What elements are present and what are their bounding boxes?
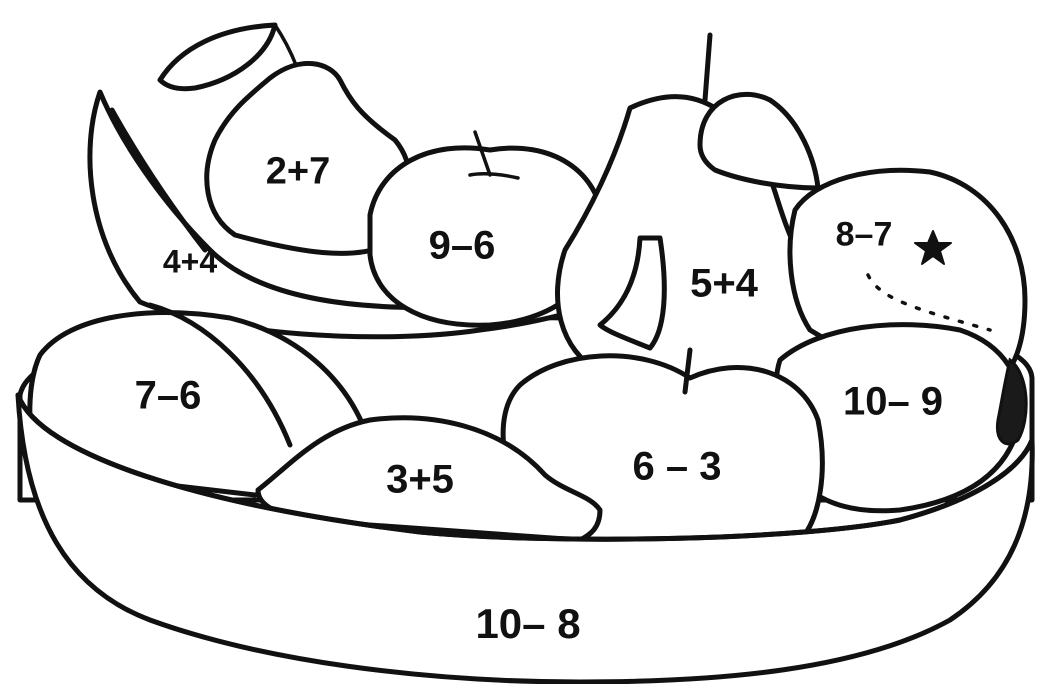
star-icon [914,230,952,265]
lime-right-label: 10– 9 [842,379,944,424]
bowl-label: 10– 8 [475,600,581,647]
banana-back-ridge [109,107,208,253]
lemon [255,415,603,543]
apple-front-stem [682,347,693,395]
mango-left-label: 7–6 [134,373,202,418]
pear-right-stem [702,32,713,103]
pear-right-label: 5+4 [690,261,758,306]
pear-left-label: 2+7 [265,150,331,193]
bowl-rim-inner [15,392,1035,542]
mango-left-crease [147,302,293,448]
pear-right-leaf [697,91,821,191]
orange-label: 8–7 [835,215,893,254]
banana-small [597,235,667,351]
apple-back-label: 9–6 [428,223,496,268]
apple-back-stem [468,130,520,180]
lime-right-tip [995,357,1028,446]
apple-front-label: 6 – 3 [632,444,722,489]
lemon-label: 3+5 [386,457,454,502]
pear-left-leaf [157,22,278,92]
banana-back-label: 4+4 [162,243,218,280]
pear-left-stem [273,23,298,67]
